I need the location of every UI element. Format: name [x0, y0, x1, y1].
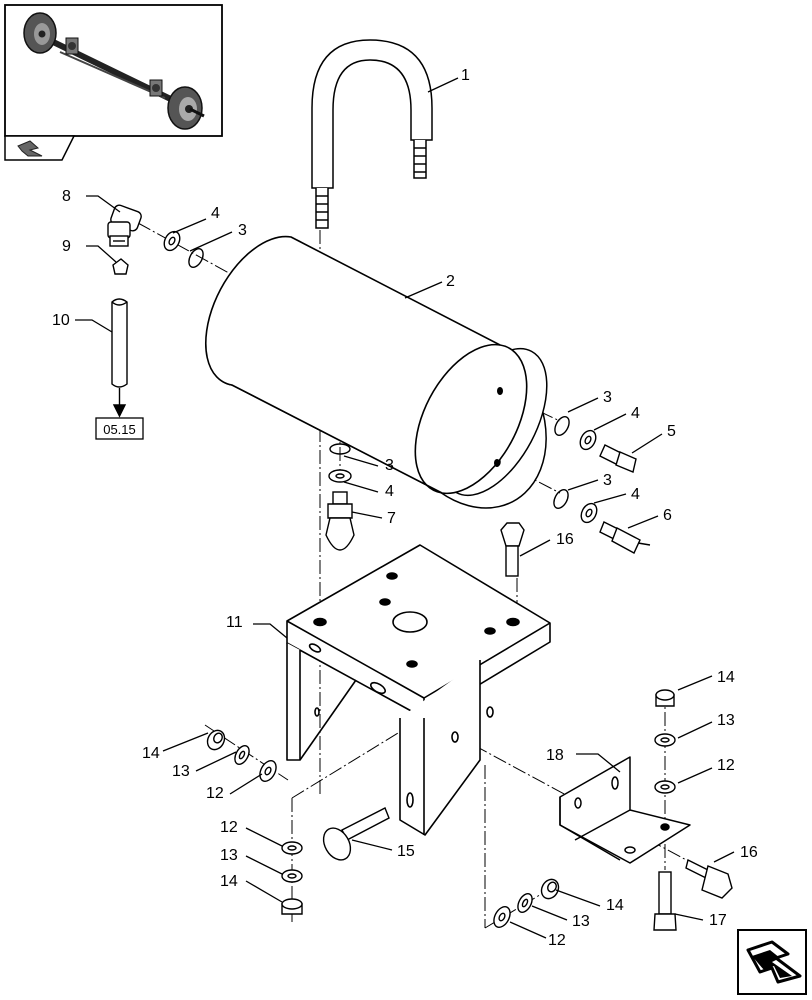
callout-2: 2 [446, 273, 455, 290]
callout-3-b: 3 [603, 389, 612, 406]
washer-13-br[interactable] [515, 891, 535, 914]
o-ring-3-upper[interactable] [186, 246, 206, 269]
washer-12-right[interactable] [654, 780, 676, 794]
callout-4-d: 4 [631, 486, 640, 503]
section-reference-label: 05.15 [103, 422, 136, 437]
callout-16-a: 16 [556, 531, 574, 548]
thumbnail-nav-tab[interactable] [4, 135, 76, 161]
callout-4-a: 4 [211, 205, 220, 222]
callout-14-c: 14 [606, 897, 624, 914]
callout-13-b: 13 [220, 847, 238, 864]
callout-3-a: 3 [238, 222, 247, 239]
callout-5: 5 [667, 423, 676, 440]
o-ring-3-right-b[interactable] [551, 487, 571, 510]
next-page-nav[interactable] [737, 929, 807, 995]
callout-14-d: 14 [717, 669, 735, 686]
section-reference-box[interactable]: 05.15 [95, 417, 144, 440]
callout-3-c: 3 [385, 457, 394, 474]
callout-3-d: 3 [603, 472, 612, 489]
callout-18: 18 [546, 747, 564, 764]
callout-1: 1 [461, 67, 470, 84]
callout-13-d: 13 [717, 712, 735, 729]
bolt-17[interactable] [653, 871, 677, 931]
callout-10: 10 [52, 312, 70, 329]
nut-14-br[interactable] [538, 876, 562, 901]
washer-12-left[interactable] [257, 758, 280, 784]
callout-6: 6 [663, 507, 672, 524]
nut-14-left[interactable] [204, 727, 228, 752]
bolt-16-upper[interactable] [500, 522, 525, 577]
mounting-bracket[interactable] [286, 544, 551, 836]
air-tank-outline [204, 235, 528, 495]
bolt-16-lower[interactable] [685, 858, 733, 899]
washer-13-left[interactable] [232, 743, 252, 766]
callout-9: 9 [62, 238, 71, 255]
drain-plug-5[interactable] [599, 444, 637, 473]
callout-15: 15 [397, 843, 415, 860]
callout-12-a: 12 [206, 785, 224, 802]
washer-4-upper[interactable] [161, 229, 183, 253]
callout-12-b: 12 [220, 819, 238, 836]
callout-12-d: 12 [717, 757, 735, 774]
leader-lines [75, 77, 735, 939]
nav-arrow-icon [17, 140, 43, 157]
washer-12-bottom[interactable] [281, 841, 303, 855]
angle-bracket[interactable] [559, 756, 691, 864]
callout-8: 8 [62, 188, 71, 205]
callout-17: 17 [709, 912, 727, 929]
u-bolt[interactable] [311, 39, 433, 229]
drain-valve-7[interactable] [325, 491, 355, 551]
nut-14-right[interactable] [655, 689, 675, 707]
elbow-fitting[interactable] [107, 204, 143, 247]
washer-12-br[interactable] [491, 904, 514, 930]
callout-4-b: 4 [631, 405, 640, 422]
callout-4-c: 4 [385, 483, 394, 500]
carriage-bolt-15[interactable] [318, 807, 390, 865]
air-hose[interactable] [111, 298, 128, 418]
washer-4-right-a[interactable] [577, 428, 599, 452]
o-ring-3-bottom[interactable] [329, 443, 351, 455]
washer-4-right-b[interactable] [578, 501, 600, 525]
nut-14-bottom[interactable] [281, 898, 303, 915]
callout-13-c: 13 [572, 913, 590, 930]
axle-thumbnail[interactable] [4, 4, 223, 137]
return-arrow-icon [746, 940, 802, 984]
washer-13-right[interactable] [654, 733, 676, 747]
callout-12-c: 12 [548, 932, 566, 949]
callout-11: 11 [226, 614, 243, 631]
pressure-switch-6[interactable] [599, 521, 651, 554]
callout-labels: 1 2 3 3 3 3 4 4 4 4 5 6 7 8 9 10 11 12 1… [52, 67, 758, 949]
callout-16-b: 16 [740, 844, 758, 861]
o-ring-3-right-a[interactable] [552, 414, 572, 437]
compression-nut[interactable] [112, 258, 129, 275]
callout-14-b: 14 [220, 873, 238, 890]
washer-4-bottom[interactable] [328, 469, 352, 483]
washer-13-bottom[interactable] [281, 869, 303, 883]
callout-14-a: 14 [142, 745, 160, 762]
callout-7: 7 [387, 510, 396, 527]
callout-13-a: 13 [172, 763, 190, 780]
